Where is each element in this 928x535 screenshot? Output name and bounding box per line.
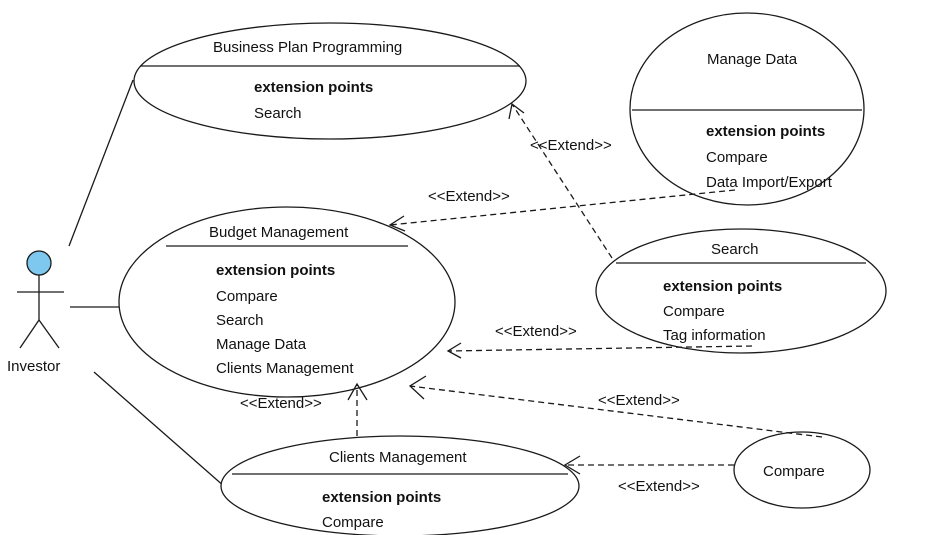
use-case-budget-management[interactable]: Budget Management extension points Compa… [118,206,456,398]
extension-points-heading: extension points [706,123,825,140]
extend-compare-to-budget[interactable] [408,375,823,438]
extend-search-to-business-plan[interactable] [508,102,613,259]
extension-points-heading: extension points [663,278,782,295]
use-case-title: Budget Management [209,224,349,241]
use-case-ellipse [220,435,580,535]
use-case-ellipse [118,206,456,398]
extend-label-search-to-business-plan: <<Extend>> [530,137,612,154]
use-case-title: Search [711,241,759,258]
extend-label-compare-to-clients: <<Extend>> [618,478,700,495]
associations [68,79,226,488]
extend-arrowhead [508,102,525,120]
use-case-title: Compare [763,463,825,480]
extend-line [447,345,753,352]
extension-point: Compare [216,288,278,305]
actor-right-leg [38,319,60,349]
extension-point: Search [216,312,264,329]
extension-point: Data Import/Export [706,174,833,191]
use-case-title: Clients Management [329,449,467,466]
extension-point: Compare [322,514,384,531]
use-case-search[interactable]: Search extension points Compare Tag info… [595,228,887,354]
association-clients [93,371,226,488]
use-case-title: Business Plan Programming [213,39,402,56]
extend-arrowhead [563,455,581,475]
extension-point: Search [254,105,302,122]
extend-arrowhead [347,382,368,401]
association-business-plan [68,79,134,247]
use-case-title: Manage Data [707,51,798,68]
extend-arrowhead [388,215,406,232]
extend-label-manage-data-to-budget: <<Extend>> [428,188,510,205]
use-case-ellipse [733,431,871,509]
extend-manage-data-to-budget[interactable] [388,189,736,232]
extension-points-heading: extension points [216,262,335,279]
use-case-manage-data[interactable]: Manage Data extension points Compare Dat… [629,12,865,206]
extend-line [511,103,613,259]
use-case-ellipse [133,22,527,140]
extend-clients-to-budget[interactable] [347,382,368,436]
extend-search-to-budget[interactable] [446,342,753,359]
extend-arrowhead [408,375,427,400]
use-case-ellipse [629,12,865,206]
use-case-clients-management[interactable]: Clients Management extension points Comp… [220,435,580,535]
extend-line [409,385,823,438]
extension-point: Compare [706,149,768,166]
use-case-ellipse [595,228,887,354]
actor-left-leg [19,319,40,349]
actor-head [26,250,52,276]
extend-line [389,189,736,226]
extension-points-heading: extension points [254,79,373,96]
extension-point: Tag information [663,327,766,344]
extend-arrowhead [446,342,462,359]
extend-label-search-to-budget: <<Extend>> [495,323,577,340]
extend-label-compare-to-budget: <<Extend>> [598,392,680,409]
extend-label-clients-to-budget: <<Extend>> [240,395,322,412]
extend-compare-to-clients[interactable] [563,455,734,475]
extension-points-heading: extension points [322,489,441,506]
actor-investor[interactable]: Investor [7,250,64,375]
extension-point: Clients Management [216,360,354,377]
use-case-compare[interactable]: Compare [733,431,871,509]
extend-relations [347,102,823,475]
extension-point: Compare [663,303,725,320]
actor-name: Investor [7,358,60,375]
extension-point: Manage Data [216,336,307,353]
use-case-business-plan-programming[interactable]: Business Plan Programming extension poin… [133,22,527,140]
